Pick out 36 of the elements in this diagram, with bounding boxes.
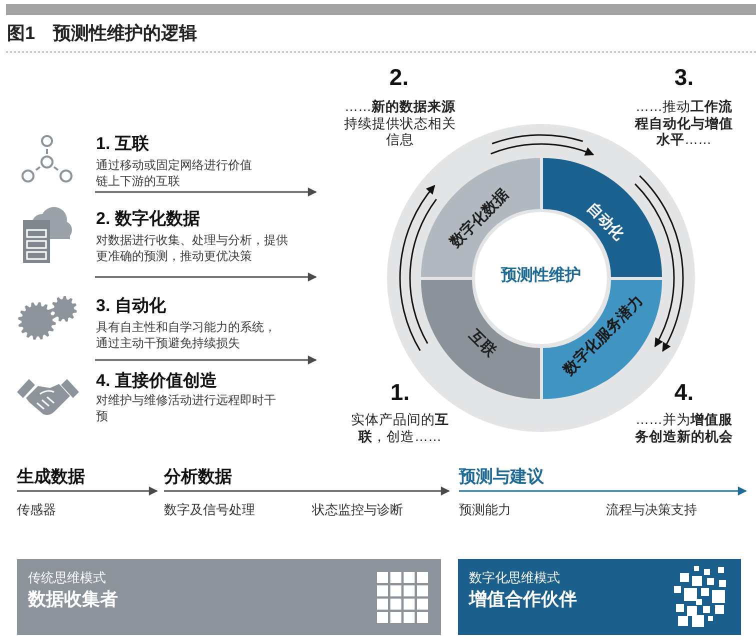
phase-item: 数字及信号处理 (164, 502, 255, 518)
item-description: 通过移动或固定网络进行价值链上下游的互联 (96, 157, 253, 189)
center-label: 预测性维护 (501, 266, 581, 286)
phase-item: 状态监控与诊断 (312, 502, 403, 518)
step-description: 实体产品间的互联，创造…… (350, 412, 450, 445)
step-description: ……新的数据来源持续提供状态相关信息 (343, 99, 457, 148)
item-description: 对维护与维修活动进行远程即时干预 (96, 392, 277, 424)
step-number: 4. (674, 379, 694, 405)
panel-title: 增值合作伙伴 (469, 588, 577, 610)
segment-label: 互联 (466, 328, 498, 360)
phase-item: 预测能力 (459, 502, 511, 518)
item-heading: 2. 数字化数据 (96, 208, 200, 229)
segment-label: 数字化数据 (448, 186, 512, 252)
mindset-panel (17, 559, 441, 635)
phase-heading: 分析数据 (164, 466, 232, 487)
phase-item: 传感器 (17, 502, 56, 518)
step-number: 2. (389, 64, 409, 90)
item-heading: 4. 直接价值创造 (96, 370, 217, 391)
panel-subtitle: 传统思维模式 (28, 570, 106, 586)
step-number: 3. (674, 64, 694, 90)
phase-heading: 生成数据 (17, 466, 85, 487)
item-description: 对数据进行收集、处理与分析，提供更准确的预测，推动更优决策 (96, 232, 289, 264)
phase-item: 流程与决策支持 (606, 502, 697, 518)
item-heading: 3. 自动化 (96, 295, 166, 316)
mindset-panel (458, 559, 741, 635)
item-heading: 1. 互联 (96, 133, 149, 154)
segment-label: 自动化 (583, 200, 627, 244)
item-description: 具有自主性和自学习能力的系统，通过主动干预避免持续损失 (96, 319, 277, 351)
panel-subtitle: 数字化思维模式 (469, 570, 560, 586)
phase-heading: 预测与建议 (459, 466, 544, 487)
step-description: ……推动工作流程自动化与增值水平…… (634, 99, 734, 148)
figure-title: 图1 预测性维护的逻辑 (7, 22, 198, 44)
segment-label: 数字化服务潜力 (561, 293, 647, 379)
panel-title: 数据收集者 (28, 588, 118, 610)
step-description: ……并为增值服务创造新的机会 (634, 412, 734, 445)
step-number: 1. (390, 379, 410, 405)
